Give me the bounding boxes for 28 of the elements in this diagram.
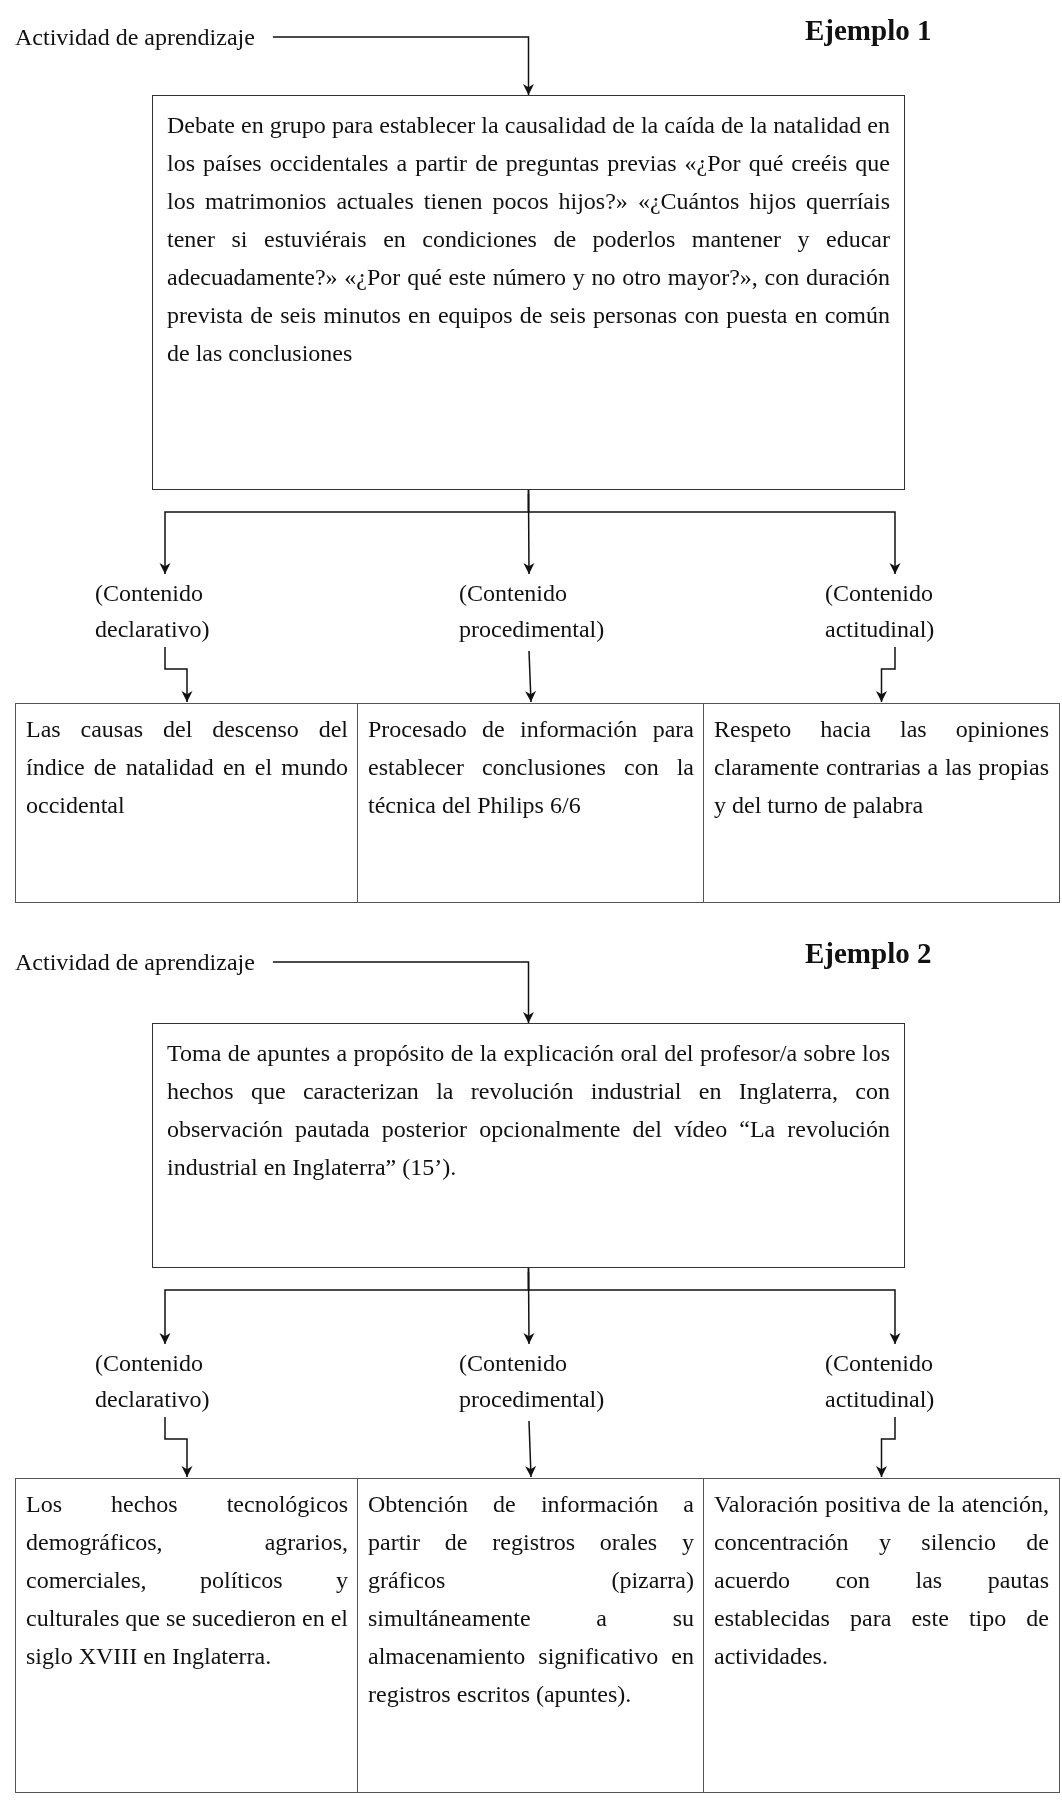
arrow <box>527 1267 901 1345</box>
content-box: Respeto hacia las opiniones claramente contrarias a las propias y del turno de palabra <box>703 703 1060 903</box>
example-heading: Ejemplo 1 <box>805 14 932 47</box>
arrow <box>272 36 534 96</box>
content-type-label: (Contenido actitudinal) <box>825 575 935 647</box>
content-box: Obtención de información a partir de registros orales y gráficos (pizarra) simultáneamente a su almacenamiento significativo en registros escritos (apuntes). <box>357 1478 705 1793</box>
content-box: Las causas del descenso del índice de natalidad en el mundo occidental <box>15 703 359 903</box>
activity-label: Actividad de aprendizaje <box>15 20 255 54</box>
arrow <box>876 1416 896 1478</box>
content-type-label: (Contenido declarativo) <box>95 575 210 647</box>
arrow <box>272 961 534 1024</box>
content-box: Procesado de información para establecer conclusiones con la técnica del Philips 6/6 <box>357 703 705 903</box>
example-heading: Ejemplo 2 <box>805 937 932 970</box>
content-box: Valoración positiva de la atención, concentración y silencio de acuerdo con las pautas establecidas para este tipo de actividades. <box>703 1478 1060 1793</box>
arrow <box>876 646 896 703</box>
arrow <box>525 1420 537 1478</box>
arrow <box>527 489 901 575</box>
content-type-label: (Contenido declarativo) <box>95 1345 210 1417</box>
content-type-label: (Contenido actitudinal) <box>825 1345 935 1417</box>
content-box: Los hechos tecnológicos demográficos, agrarios, comerciales, políticos y culturales que se sucedieron en el siglo XVIII en Inglaterra. <box>15 1478 359 1793</box>
content-type-label: (Contenido procedimental) <box>459 575 605 647</box>
activity-label: Actividad de aprendizaje <box>15 945 255 979</box>
arrow <box>525 650 537 703</box>
arrow <box>164 1416 193 1478</box>
content-type-label: (Contenido procedimental) <box>459 1345 605 1417</box>
activity-box: Toma de apuntes a propósito de la explicación oral del profesor/a sobre los hechos que caracterizan la revolución industrial en Inglaterra, con observación pautada posterior opcionalmente del vídeo “La revolución industrial en Inglaterra” (15’). <box>152 1023 905 1268</box>
activity-box: Debate en grupo para establecer la causalidad de la caída de la natalidad en los países occidentales a partir de preguntas previas «¿Por qué creéis que los matrimonios actuales tienen pocos hijos?» «¿Cuántos hijos querríais tener si estuviérais en condiciones de poderlos mantener y educar adecuadamente?» «¿Por qué este número y no otro mayor?», con duración prevista de seis minutos en equipos de seis personas con puesta en común de las conclusiones <box>152 95 905 490</box>
arrow <box>164 646 193 703</box>
